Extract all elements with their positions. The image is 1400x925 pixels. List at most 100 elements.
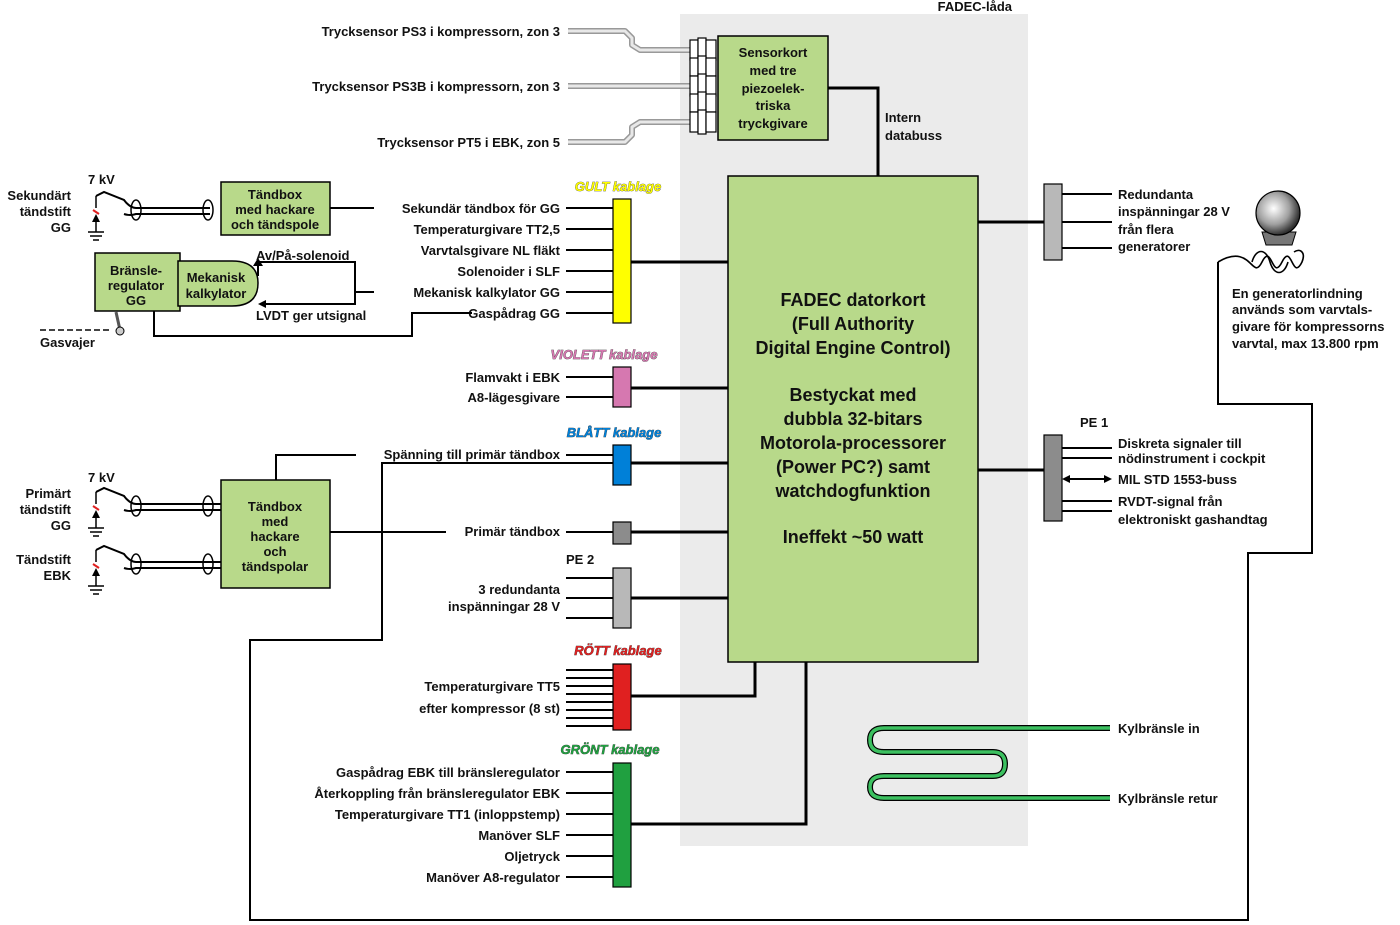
main-board-line: (Power PC?) samt	[776, 457, 930, 477]
sensor-board-line: tryckgivare	[738, 116, 807, 131]
green-signal-label: Oljetryck	[504, 849, 560, 864]
solenoid-loop	[257, 261, 356, 305]
pe1-signal-label: RVDT-signal från	[1118, 494, 1223, 509]
sensor-board-line: piezoelek-	[742, 81, 805, 96]
green-bus	[631, 662, 808, 826]
primary-plug-label: tändstift	[20, 502, 72, 517]
main-board-line: watchdogfunktion	[775, 481, 931, 501]
cooling-in-label: Kylbränsle in	[1118, 721, 1200, 736]
red-harness-title: RÖTT kablage	[574, 643, 661, 658]
violet-signal-label: A8-lägesgivare	[468, 390, 561, 405]
sensor-ps3-label: Trycksensor PS3 i kompressorn, zon 3	[322, 24, 560, 39]
yellow-signal-wires	[566, 207, 613, 314]
yellow-signal-label: Sekundär tändbox för GG	[402, 201, 560, 216]
internal-bus-label: Intern	[885, 110, 921, 125]
fuel-regulator-line: regulator	[108, 278, 164, 293]
primary-ignition-label: Primär tändbox	[465, 524, 561, 539]
secondary-hv-lead	[123, 213, 210, 216]
violet-connector	[612, 366, 632, 408]
secondary-hv-lead	[95, 190, 210, 209]
violet-signal-label: Flamvakt i EBK	[465, 370, 560, 385]
pe2-label: 3 redundanta	[478, 582, 560, 597]
secondary-voltage-label: 7 kV	[88, 172, 115, 187]
pe1-title: PE 1	[1080, 415, 1108, 430]
green-signal-label: Gaspådrag EBK till bränsleregulator	[336, 765, 560, 780]
pe1-signal-label: nödinstrument i cockpit	[1118, 451, 1266, 466]
green-signal-label: Temperaturgivare TT1 (inloppstemp)	[335, 807, 560, 822]
secondary-plug-label: GG	[51, 220, 71, 235]
sensor-board-line: Sensorkort	[739, 45, 808, 60]
blue-connector	[612, 444, 632, 486]
sensor-board-line: med tre	[750, 63, 797, 78]
blue-harness-title: BLÅTT kablage	[567, 425, 662, 440]
arrow-left-icon	[258, 300, 266, 308]
yellow-signal-label: Gaspådrag GG	[468, 306, 560, 321]
secondary-spark-plug-icon	[88, 196, 104, 241]
ferrite-ring-icon	[202, 553, 214, 575]
yellow-signal-label: Temperaturgivare TT2,5	[414, 222, 560, 237]
pe2-connector	[612, 567, 632, 629]
primary-box-line: Tändbox	[248, 499, 303, 514]
power-input-label: från flera	[1118, 222, 1174, 237]
primary-voltage-label: 7 kV	[88, 470, 115, 485]
green-harness-title: GRÖNT kablage	[561, 742, 660, 757]
sensor-board-line: triska	[756, 98, 791, 113]
sensor-ps3b-label: Trycksensor PS3B i kompressorn, zon 3	[312, 79, 560, 94]
primary-plug-label: GG	[51, 518, 71, 533]
red-bus	[631, 662, 757, 698]
power-input-connector	[1043, 183, 1063, 261]
ebk-plug-label: EBK	[44, 568, 72, 583]
sensor-board	[717, 35, 829, 141]
ebk-hv-lead	[123, 567, 221, 570]
main-board-line: FADEC datorkort	[780, 290, 925, 310]
secondary-box-line: Tändbox	[248, 187, 303, 202]
primary-box-line: hackare	[250, 529, 299, 544]
power-input-label: inspänningar 28 V	[1118, 204, 1230, 219]
green-signal-label: Manöver SLF	[478, 828, 560, 843]
primary-ignition-connector	[612, 521, 632, 545]
fuel-regulator-line: Bränsle-	[110, 263, 162, 278]
calculator-line: kalkylator	[186, 286, 247, 301]
primary-spark-plug-icon	[88, 492, 104, 537]
secondary-box-line: med hackare	[235, 202, 315, 217]
pe2-title: PE 2	[566, 552, 594, 567]
calculator-line: Mekanisk	[187, 270, 246, 285]
pe1-signal-label: elektroniskt gashandtag	[1118, 512, 1268, 527]
enclosure-title: FADEC-låda	[938, 0, 1013, 14]
main-board-line: Bestyckat med	[789, 385, 916, 405]
pe1-signal-label: MIL STD 1553-buss	[1118, 472, 1237, 487]
generator-note: En generatorlindning	[1232, 286, 1363, 301]
main-board-line: dubbla 32-bitars	[783, 409, 922, 429]
sensor-pt5-label: Trycksensor PT5 i EBK, zon 5	[377, 135, 560, 150]
blue-signal-label: Spänning till primär tändbox	[384, 447, 561, 462]
throttle-gg-wire	[153, 311, 472, 337]
cooling-out-label: Kylbränsle retur	[1118, 791, 1218, 806]
arrow-left-icon	[1062, 475, 1070, 483]
pe1-connector	[1043, 434, 1063, 522]
generator-signal-loop	[249, 262, 1313, 921]
yellow-signal-label: Solenoider i SLF	[457, 264, 560, 279]
mechanical-calculator-box	[177, 260, 259, 307]
green-signal-wires	[566, 771, 613, 878]
red-signal-wires	[566, 669, 613, 727]
ebk-plug-label: Tändstift	[16, 552, 72, 567]
power-input-label: Redundanta	[1118, 187, 1194, 202]
gasvajer-label: Gasvajer	[40, 335, 95, 350]
red-signal-label: efter kompressor (8 st)	[419, 701, 560, 716]
generator-note: varvtal, max 13.800 rpm	[1232, 336, 1379, 351]
generator-icon	[1217, 190, 1305, 274]
ferrite-ring-icon	[130, 553, 142, 575]
ebk-hv-lead	[95, 544, 221, 563]
generator-note: används som varvtals-	[1232, 302, 1372, 317]
ebk-spark-plug-icon	[88, 550, 104, 595]
yellow-signal-label: Mekanisk kalkylator GG	[413, 285, 560, 300]
arrow-up-icon	[253, 258, 263, 266]
fuel-regulator-line: GG	[126, 293, 146, 308]
fuel-regulator-box	[94, 252, 181, 312]
violet-harness-title: VIOLETT kablage	[551, 347, 658, 362]
red-connector	[612, 663, 632, 731]
internal-bus-label: databuss	[885, 128, 942, 143]
main-board-line: Motorola-processorer	[760, 433, 946, 453]
cooling-coil	[867, 725, 1110, 801]
